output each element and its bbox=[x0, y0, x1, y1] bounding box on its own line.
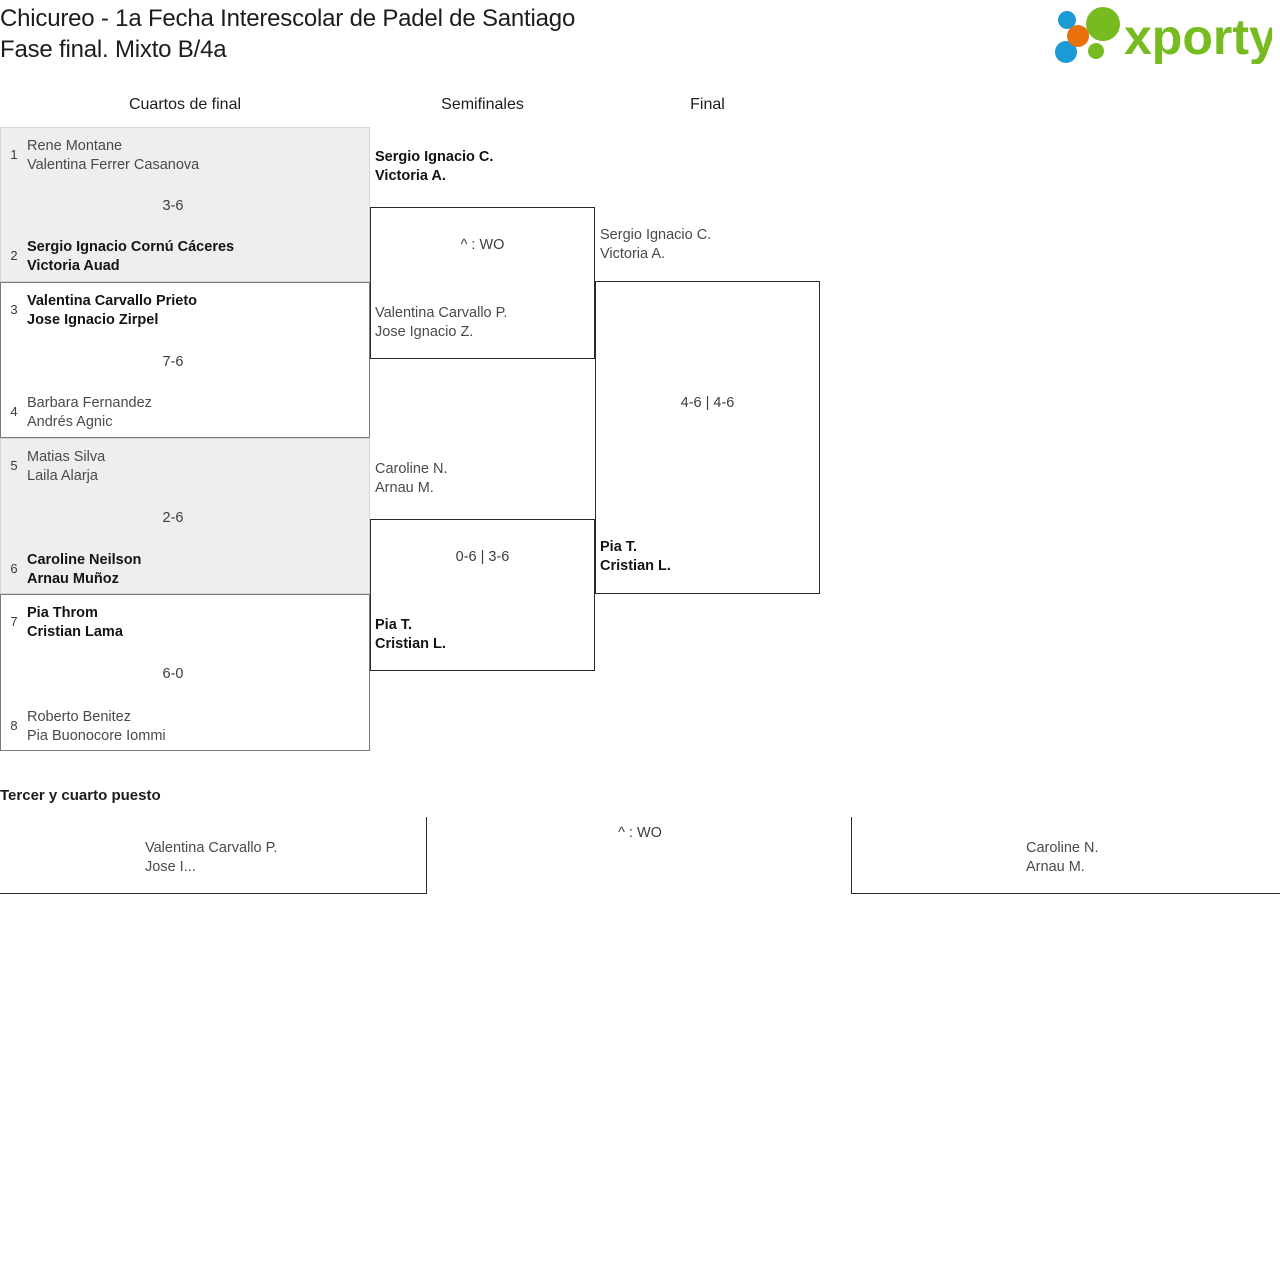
third-place-title: Tercer y cuarto puesto bbox=[0, 787, 161, 804]
team-slot-seed-5: 5 Matias Silva Laila Alarja bbox=[1, 448, 369, 485]
seed-number: 6 bbox=[10, 561, 18, 576]
seed-number: 4 bbox=[10, 404, 18, 419]
team-slot-seed-6: 6 Caroline Neilson Arnau Muñoz bbox=[1, 551, 369, 588]
third-place-right-box[interactable] bbox=[851, 817, 1280, 894]
team-slot-seed-2: 2 Sergio Ignacio Cornú Cáceres Victoria … bbox=[1, 238, 369, 275]
match-block-qf-3[interactable]: 5 Matias Silva Laila Alarja 2-6 6 Caroli… bbox=[0, 438, 370, 594]
match-block-qf-2[interactable]: 3 Valentina Carvallo Prieto Jose Ignacio… bbox=[0, 282, 370, 438]
team-slot-seed-8: 8 Roberto Benitez Pia Buonocore Iommi bbox=[1, 708, 369, 745]
team-names: Valentina Carvallo Prieto Jose Ignacio Z… bbox=[27, 293, 198, 328]
match-box-final[interactable]: 4-6 | 4-6 bbox=[595, 281, 820, 594]
team-slot-seed-4: 4 Barbara Fernandez Andrés Agnic bbox=[1, 394, 369, 431]
page-title: Chicureo - 1a Fecha Interescolar de Pade… bbox=[0, 5, 576, 63]
xporty-logo[interactable]: xporty bbox=[1040, 6, 1272, 64]
match-score: 6-0 bbox=[162, 666, 184, 682]
team-slot-seed-3: 3 Valentina Carvallo Prieto Jose Ignacio… bbox=[1, 292, 369, 329]
match-block-qf-1[interactable]: 1 Rene Montane Valentina Ferrer Casanova… bbox=[0, 127, 370, 282]
seed-number: 5 bbox=[10, 458, 18, 473]
semifinal-2-bottom-team: Pia T. Cristian L. bbox=[375, 617, 446, 652]
final-bottom-team: Pia T. Cristian L. bbox=[600, 539, 671, 574]
seed-number: 2 bbox=[10, 248, 18, 263]
team-names: Sergio Ignacio Cornú Cáceres Victoria Au… bbox=[27, 239, 235, 274]
match-score: 2-6 bbox=[162, 510, 184, 526]
seed-number: 3 bbox=[10, 302, 18, 317]
final-top-team: Sergio Ignacio C. Victoria A. bbox=[600, 227, 712, 262]
match-box-semifinal-1[interactable]: ^ : WO bbox=[370, 207, 595, 359]
round-header-final: Final bbox=[690, 96, 725, 113]
team-names: Pia Throm Cristian Lama bbox=[27, 605, 123, 640]
seed-number: 1 bbox=[10, 147, 18, 162]
match-score: 7-6 bbox=[162, 354, 184, 370]
match-block-qf-4[interactable]: 7 Pia Throm Cristian Lama 6-0 8 Roberto … bbox=[0, 594, 370, 751]
round-header-quarterfinals: Cuartos de final bbox=[128, 96, 242, 113]
seed-number: 7 bbox=[10, 614, 18, 629]
match-score: ^ : WO bbox=[460, 237, 505, 253]
match-box-semifinal-2[interactable]: 0-6 | 3-6 bbox=[370, 519, 595, 671]
semifinal-2-top-team: Caroline N. Arnau M. bbox=[375, 461, 448, 496]
round-header-semifinals: Semifinales bbox=[441, 96, 524, 113]
seed-number: 8 bbox=[10, 718, 18, 733]
team-names: Barbara Fernandez Andrés Agnic bbox=[27, 395, 152, 430]
match-score: 3-6 bbox=[162, 198, 184, 214]
match-score: 0-6 | 3-6 bbox=[455, 549, 510, 565]
team-names: Caroline Neilson Arnau Muñoz bbox=[27, 552, 142, 587]
third-place-left-team: Valentina Carvallo P. Jose I... bbox=[145, 840, 278, 875]
team-slot-seed-7: 7 Pia Throm Cristian Lama bbox=[1, 604, 369, 641]
third-place-right-team: Caroline N. Arnau M. bbox=[1026, 840, 1099, 875]
third-place-left-box[interactable] bbox=[0, 817, 427, 894]
match-score: 4-6 | 4-6 bbox=[680, 395, 735, 411]
svg-text:xporty: xporty bbox=[1124, 9, 1272, 64]
semifinal-1-top-team: Sergio Ignacio C. Victoria A. bbox=[375, 149, 494, 184]
team-names: Roberto Benitez Pia Buonocore Iommi bbox=[27, 709, 166, 744]
team-names: Rene Montane Valentina Ferrer Casanova bbox=[27, 138, 200, 173]
team-names: Matias Silva Laila Alarja bbox=[27, 449, 106, 484]
xporty-logo-graphic: xporty bbox=[1055, 7, 1272, 64]
team-slot-seed-1: 1 Rene Montane Valentina Ferrer Casanova bbox=[1, 137, 369, 174]
third-place-score: ^ : WO bbox=[618, 825, 662, 841]
semifinal-1-bottom-team: Valentina Carvallo P. Jose Ignacio Z. bbox=[375, 305, 508, 340]
